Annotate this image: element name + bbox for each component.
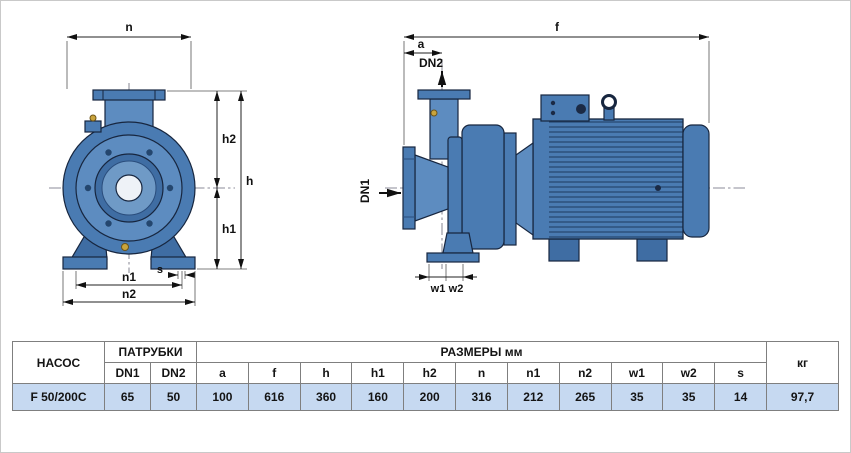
dim-label-s: s: [157, 264, 163, 276]
cell-kg: 97,7: [766, 383, 839, 411]
cell-s: 14: [714, 383, 767, 411]
bolt-hole: [146, 220, 153, 227]
col-header-h2: h2: [403, 362, 457, 384]
header-row-columns: DN1 DN2 a f h h1 h2 n n1 n2 w1 w2 s: [13, 362, 839, 384]
col-header-s: s: [714, 362, 767, 384]
col-header-n1: n1: [506, 362, 560, 384]
bolt-hole: [105, 149, 112, 156]
col-header-a: a: [196, 362, 249, 384]
suction-cone: [414, 154, 449, 222]
dim-label-dn1: DN1: [358, 179, 372, 203]
motor-foot-rear: [636, 238, 668, 262]
cell-h: 360: [299, 383, 353, 411]
discharge-flange: [92, 89, 166, 101]
col-header-h: h: [299, 362, 353, 384]
dim-label-w1: w1: [430, 283, 446, 295]
col-header-weight: кг: [766, 341, 839, 384]
dim-label-w2: w2: [448, 283, 464, 295]
cell-a: 100: [196, 383, 249, 411]
pump-side-view: [385, 59, 745, 269]
bolt-hole: [84, 184, 92, 192]
cell-h1: 160: [351, 383, 405, 411]
dim-label-n1: n1: [122, 270, 136, 284]
col-header-f: f: [247, 362, 301, 384]
base-pad-left: [62, 256, 108, 270]
cell-w2: 35: [662, 383, 716, 411]
motor-adapter: [515, 141, 534, 237]
cell-dn2: 50: [149, 383, 198, 411]
col-header-w2: w2: [662, 362, 716, 384]
bolt-holes: [84, 149, 174, 227]
cell-n1: 212: [506, 383, 560, 411]
motor-front-band: [533, 119, 549, 239]
vent-plug: [430, 109, 438, 117]
bolt-hole: [146, 149, 153, 156]
terminal-box-screw: [550, 110, 556, 116]
base-pad-right: [150, 256, 196, 270]
col-header-sizes: РАЗМЕРЫ мм: [196, 341, 767, 363]
front-view-dimensions: n h2 h1 h s: [62, 20, 253, 306]
cell-n: 316: [455, 383, 508, 411]
vent-plug: [89, 114, 97, 122]
cell-f: 616: [247, 383, 301, 411]
col-header-dn2: DN2: [149, 362, 198, 384]
lifting-eye: [601, 94, 617, 110]
dim-label-n: n: [125, 20, 132, 34]
pump-foot-pad: [426, 252, 480, 263]
motor-drain: [655, 185, 661, 191]
table-row-f50-200c: F 50/200C 65 50 100 616 360 160 200 316 …: [12, 383, 839, 411]
spec-table: НАСОС ПАТРУБКИ РАЗМЕРЫ мм кг DN1 DN2 a f…: [12, 341, 839, 411]
suction-flange: [402, 146, 416, 230]
cell-pump-model: F 50/200C: [12, 383, 105, 411]
dim-label-h2: h2: [222, 132, 236, 146]
dim-label-dn2: DN2: [419, 56, 443, 70]
shaft-hub: [115, 174, 143, 202]
pump-dimensional-drawing: n h2 h1 h s: [1, 1, 850, 333]
bolt-hole: [166, 184, 174, 192]
pump-foot-stem: [442, 232, 474, 254]
dim-label-n2: n2: [122, 287, 136, 301]
bolt-hole: [105, 220, 112, 227]
casing-bracket: [84, 120, 102, 133]
drawing-svg: n h2 h1 h s: [49, 20, 745, 306]
col-header-dn1: DN1: [104, 362, 151, 384]
cell-w1: 35: [610, 383, 664, 411]
col-header-n2: n2: [558, 362, 612, 384]
discharge-flange: [417, 89, 471, 100]
header-row-groups: НАСОС ПАТРУБКИ РАЗМЕРЫ мм кг: [12, 341, 839, 384]
cell-h2: 200: [403, 383, 457, 411]
cell-n2: 265: [558, 383, 612, 411]
casing-front-ring: [447, 136, 463, 238]
pump-front-view: [49, 83, 235, 273]
dim-label-a: a: [418, 37, 425, 51]
side-view-dimensions: f a DN2 DN1 w1 w2: [358, 20, 710, 295]
col-header-ports: ПАТРУБКИ: [103, 341, 198, 363]
dim-label-h1: h1: [222, 222, 236, 236]
motor-fins: [547, 119, 683, 239]
cell-dn1: 65: [104, 383, 151, 411]
cable-gland: [576, 104, 586, 114]
dim-label-f: f: [555, 20, 560, 34]
terminal-box-screw: [550, 100, 556, 106]
discharge-neck: [429, 98, 459, 160]
dim-label-h: h: [246, 174, 253, 188]
col-header-pump: НАСОС: [12, 341, 105, 384]
spec-table-wrap: НАСОС ПАТРУБКИ РАЗМЕРЫ мм кг DN1 DN2 a f…: [1, 333, 850, 411]
volute-casing: [461, 124, 505, 250]
col-header-h1: h1: [351, 362, 405, 384]
casing-rear-ring: [503, 132, 517, 246]
col-header-w1: w1: [610, 362, 664, 384]
fan-cover: [682, 124, 710, 238]
motor-foot-front: [548, 238, 580, 262]
col-header-n: n: [455, 362, 508, 384]
drain-plug: [121, 243, 129, 251]
